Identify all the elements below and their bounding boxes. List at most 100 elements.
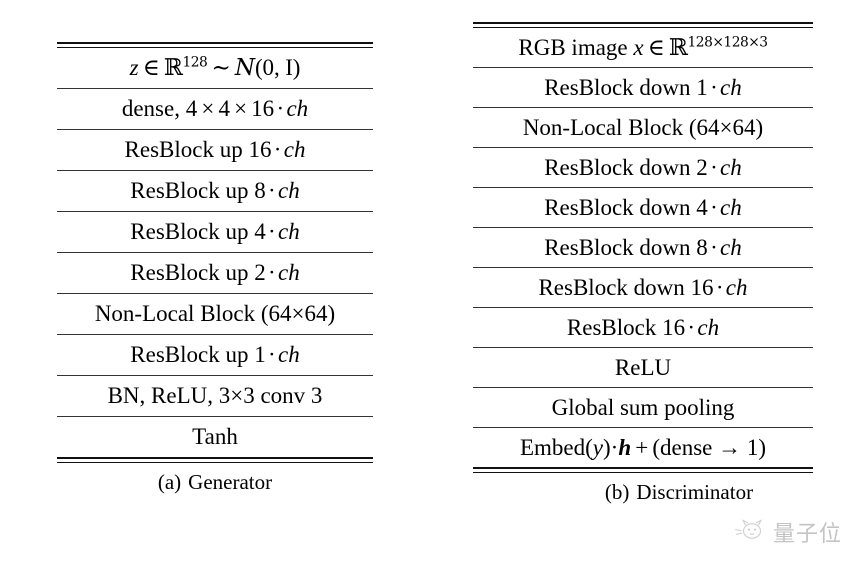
non-local-block-label: Non-Local Block — [522, 114, 684, 140]
caption-label: (a) — [157, 470, 182, 494]
channel-multiplier: 4 — [254, 219, 266, 244]
generator-caption: (a)Generator — [57, 463, 373, 495]
table-row-non-local-block: Non-Local Block (64×64) — [473, 108, 813, 147]
table-row-non-local-block: Non-Local Block (64×64) — [57, 294, 373, 334]
real-numbers-symbol: ℝ128×128×3 — [668, 33, 769, 61]
resblock-down-label: ResBlock down — [544, 74, 691, 100]
resblock-up-label: ResBlock up — [130, 178, 249, 203]
dense-dim-2: 4 — [218, 96, 230, 121]
dot-operator-icon: · — [710, 234, 718, 260]
resblock-up-label: ResBlock up — [130, 260, 249, 285]
table-row-resblock-down-8: ResBlock down 8 · ch — [473, 228, 813, 267]
element-of-icon: ∈ — [647, 34, 665, 60]
channel-symbol: ch — [278, 178, 300, 203]
image-dimensions: 128×128×3 — [687, 33, 769, 50]
table-row-rule — [57, 88, 373, 89]
channel-symbol: ch — [286, 96, 309, 121]
resblock-up-label: ResBlock up — [130, 342, 249, 367]
table-row-relu: ReLU — [473, 348, 813, 387]
dot-operator-icon: · — [710, 74, 718, 100]
discriminator-architecture-table: RGB image x ∈ ℝ128×128×3 ResBlock down 1… — [473, 22, 813, 505]
dot-operator-icon: · — [710, 194, 718, 220]
table-row-latent-input: z ∈ ℝ128 ∼ N(0, I) — [57, 48, 373, 88]
resblock-down-label: ResBlock down — [544, 154, 691, 180]
dot-operator-icon: · — [715, 274, 724, 300]
table-row-resblock-down-1: ResBlock down 1 · ch — [473, 68, 813, 107]
global-sum-pooling-label: Global sum pooling — [551, 394, 735, 420]
table-row-rule — [57, 129, 373, 130]
resblock-label: ResBlock — [566, 314, 657, 340]
table-row-dense: dense, 4 × 4 × 16 · ch — [57, 89, 373, 129]
table-row-global-sum-pooling: Global sum pooling — [473, 388, 813, 427]
table-row-resblock-up-1: ResBlock up 1 · ch — [57, 335, 373, 375]
table-row-rule — [473, 387, 813, 388]
caption-text: Discriminator — [636, 480, 754, 504]
dot-operator-icon: · — [268, 178, 276, 203]
resblock-down-label: ResBlock down — [544, 194, 691, 220]
table-row-rule — [473, 147, 813, 148]
channel-multiplier: 16 — [690, 274, 714, 300]
watermark-text: 量子位 — [773, 522, 843, 547]
table-row-resblock-up-2: ResBlock up 2 · ch — [57, 253, 373, 293]
dot-operator-icon: · — [273, 137, 282, 162]
channel-multiplier: 8 — [254, 178, 266, 203]
feature-vector-symbol: h — [618, 434, 632, 460]
table-row-rule — [57, 293, 373, 294]
channel-multiplier: 1 — [254, 342, 266, 367]
table-row-resblock-down-16: ResBlock down 16 · ch — [473, 268, 813, 307]
table-row-embed-dense: Embed(y)·h + (dense → 1) — [473, 428, 813, 467]
channel-symbol: ch — [725, 274, 748, 300]
table-row-rule — [57, 375, 373, 376]
normal-distribution-args: (0, I) — [254, 55, 301, 80]
rgb-image-label: RGB image — [518, 34, 628, 60]
resblock-up-label: ResBlock up — [124, 137, 243, 162]
tanh-label: Tanh — [192, 424, 238, 449]
table-row-rule — [57, 211, 373, 212]
caption-label: (b) — [604, 480, 630, 504]
table-row-rule — [57, 252, 373, 253]
channel-multiplier: 1 — [696, 74, 708, 100]
table-row-rule — [473, 187, 813, 188]
channel-symbol: ch — [278, 342, 300, 367]
dense-dim-3: 16 — [251, 96, 275, 121]
image-variable-symbol: x — [633, 34, 644, 60]
channel-multiplier: 2 — [696, 154, 708, 180]
dot-operator-icon: · — [610, 434, 619, 460]
latent-variable-symbol: z — [129, 55, 139, 80]
resblock-down-label: ResBlock down — [544, 234, 691, 260]
table-row-rule — [57, 416, 373, 417]
channel-symbol: ch — [720, 194, 742, 220]
table-top-rule — [473, 22, 813, 28]
table-row-rule — [473, 107, 813, 108]
channel-symbol: ch — [720, 154, 742, 180]
dense-dim-1: 4 — [185, 96, 198, 121]
plus-icon: + — [635, 434, 649, 460]
dot-operator-icon: · — [268, 260, 276, 285]
non-local-block-size: (64×64) — [260, 301, 336, 326]
dot-operator-icon: · — [268, 219, 276, 244]
channel-symbol: ch — [278, 219, 300, 244]
channel-multiplier: 8 — [696, 234, 708, 260]
channel-symbol: ch — [720, 234, 742, 260]
non-local-block-size: (64×64) — [688, 114, 764, 140]
times-icon: × — [201, 96, 215, 121]
table-row-rule — [473, 427, 813, 428]
dot-operator-icon: · — [268, 342, 276, 367]
channel-symbol: ch — [283, 137, 306, 162]
resblock-down-label: ResBlock down — [538, 274, 685, 300]
distributed-as-icon: ∼ — [211, 55, 231, 80]
channel-symbol: ch — [720, 74, 742, 100]
table-row-rgb-image-input: RGB image x ∈ ℝ128×128×3 — [473, 28, 813, 67]
cat-face-logo-icon — [733, 517, 767, 548]
table-row-rule — [473, 67, 813, 68]
table-row-rule — [473, 347, 813, 348]
table-row-rule — [57, 334, 373, 335]
class-label-symbol: y — [592, 434, 603, 460]
table-row-rule — [473, 267, 813, 268]
table-bottom-rule — [473, 467, 813, 473]
table-bottom-rule — [57, 457, 373, 463]
table-row-resblock-16: ResBlock 16 · ch — [473, 308, 813, 347]
dense-label: dense, — [121, 96, 180, 121]
times-icon: × — [234, 96, 248, 121]
channel-multiplier: 16 — [662, 314, 686, 340]
